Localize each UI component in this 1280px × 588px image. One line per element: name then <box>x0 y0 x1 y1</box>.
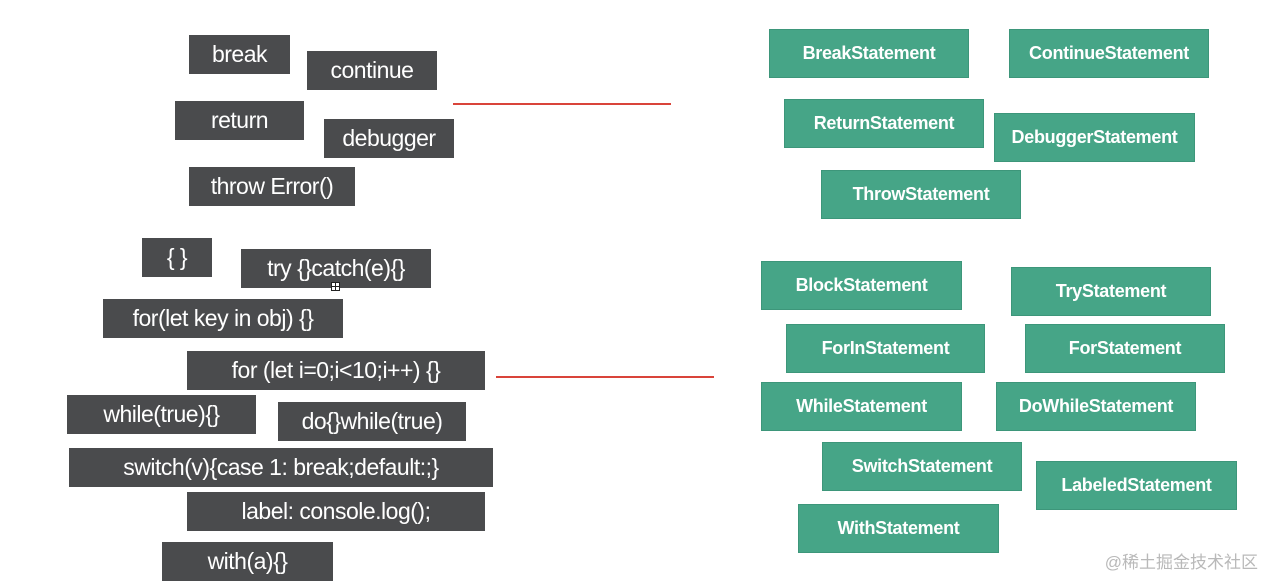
code-try: try {}catch(e){} <box>241 249 431 288</box>
move-cursor-icon <box>331 282 340 291</box>
statement-try: TryStatement <box>1011 267 1211 316</box>
code-return: return <box>175 101 304 140</box>
code-throw: throw Error() <box>189 167 355 206</box>
code-label: label: console.log(); <box>187 492 485 531</box>
connector-line-top <box>453 103 671 105</box>
statement-return: ReturnStatement <box>784 99 984 148</box>
code-for-in: for(let key in obj) {} <box>103 299 343 338</box>
code-do-while: do{}while(true) <box>278 402 466 441</box>
code-debugger: debugger <box>324 119 454 158</box>
code-continue: continue <box>307 51 437 90</box>
statement-with: WithStatement <box>798 504 999 553</box>
connector-line-bottom <box>496 376 714 378</box>
statement-switch: SwitchStatement <box>822 442 1022 491</box>
statement-do-while: DoWhileStatement <box>996 382 1196 431</box>
code-break: break <box>189 35 290 74</box>
statement-continue: ContinueStatement <box>1009 29 1209 78</box>
statement-for: ForStatement <box>1025 324 1225 373</box>
code-while: while(true){} <box>67 395 256 434</box>
watermark: @稀土掘金技术社区 <box>1104 553 1258 572</box>
statement-while: WhileStatement <box>761 382 962 431</box>
statement-labeled: LabeledStatement <box>1036 461 1237 510</box>
statement-for-in: ForInStatement <box>786 324 985 373</box>
code-switch: switch(v){case 1: break;default:;} <box>69 448 493 487</box>
statement-throw: ThrowStatement <box>821 170 1021 219</box>
statement-debugger: DebuggerStatement <box>994 113 1195 162</box>
code-for: for (let i=0;i<10;i++) {} <box>187 351 485 390</box>
statement-break: BreakStatement <box>769 29 969 78</box>
code-block: { } <box>142 238 212 277</box>
code-with: with(a){} <box>162 542 333 581</box>
statement-block: BlockStatement <box>761 261 962 310</box>
